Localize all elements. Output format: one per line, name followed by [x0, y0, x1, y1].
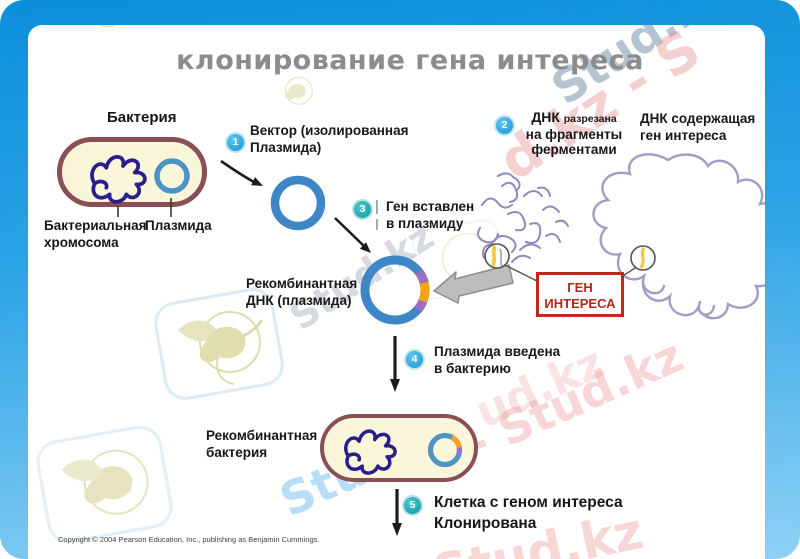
recombinant-dna-line1: Рекомбинантная	[246, 276, 358, 291]
dna-fragments	[477, 172, 569, 263]
step-badge-4: 4	[404, 349, 425, 370]
step3-line1: Ген вставлен	[386, 199, 475, 214]
gene-insert-orange-arc	[450, 434, 462, 449]
step-label-1: Вектор (изолированная Плазмида)	[250, 123, 408, 156]
step2-dnk: ДНК	[531, 109, 560, 125]
studkz-logo-watermark	[98, 25, 116, 28]
step-label-2: ДНК разрезана на фрагменты ферментами	[518, 110, 630, 158]
gene-purple-arc	[414, 299, 427, 313]
recombinant-plasmid-small-ring	[427, 432, 463, 468]
gene-of-interest-box: ГЕН ИНТЕРЕСА	[536, 272, 624, 317]
step5-line1: Клетка с геном интереса	[434, 494, 623, 511]
recombinant-plasmid-ring	[360, 255, 430, 325]
chromosome-label: Бактериальная хромосома	[44, 218, 147, 251]
step4-line1: Плазмида введена	[434, 344, 561, 359]
step2-line2: на фрагменты	[525, 127, 623, 142]
step2-cut: разрезана	[563, 113, 617, 125]
dna-shapes-layer	[477, 153, 765, 320]
dna-contains-label: ДНК содержащая ген интереса	[640, 111, 755, 144]
studkz-logo-watermark	[284, 76, 314, 105]
dna-contains-line1: ДНК содержащая	[640, 111, 756, 126]
dna-loop	[592, 153, 765, 320]
gene-purple-arc	[414, 268, 429, 285]
bacterial-chromosome	[90, 154, 147, 204]
recombinant-bacterium-line2: бактерия	[206, 444, 268, 460]
chromosome-label-line1: Бактериальная	[44, 218, 147, 233]
recombinant-bacterium-line1: Рекомбинантная	[206, 428, 318, 443]
step5-line2: Клонирована	[434, 515, 537, 532]
step1-line1: Вектор (изолированная	[250, 123, 409, 138]
dna-contains-line2: ген интереса	[640, 127, 727, 143]
plasmid-label: Плазмида	[145, 218, 212, 233]
plasmid-ring	[154, 158, 190, 194]
step-badge-5: 5	[402, 495, 423, 516]
step-label-5: Клетка с геном интереса Клонирована	[434, 492, 623, 534]
step2-line3: ферментами	[531, 142, 617, 157]
step-badge-2: 2	[494, 115, 515, 136]
chromosome-label-line2: хромосома	[44, 234, 119, 250]
studkz-logo-watermark	[36, 425, 173, 543]
bacterium-capsule	[57, 137, 207, 207]
gene-box-line1: ГЕН	[567, 280, 593, 295]
step3-line2: в плазмиду	[386, 215, 464, 231]
step-label-4: Плазмида введена в бактерию	[434, 344, 560, 377]
step2-line1: ДНК разрезана	[518, 110, 630, 127]
copyright-text: Copyright © 2004 Pearson Education, Inc.…	[58, 535, 320, 544]
content-area: Stud.kz d.kz - S Stud.kz ud.kz - Stud.kz…	[28, 25, 765, 559]
recombinant-dna-label: Рекомбинантная ДНК (плазмида)	[246, 276, 357, 309]
gene-insert-orange-arc	[418, 281, 430, 303]
recombinant-chromosome	[344, 429, 397, 475]
step-label-3: Ген вставлен в плазмиду	[386, 199, 474, 232]
bacterium-title: Бактерия	[107, 109, 177, 126]
gene-box-line2: ИНТЕРЕСА	[544, 296, 616, 311]
gene-purple-arc	[456, 447, 463, 455]
step1-line2: Плазмида)	[250, 139, 322, 155]
studkz-logo-watermark	[154, 288, 284, 400]
step-badge-1: 1	[225, 132, 246, 153]
vector-plasmid-ring	[270, 175, 326, 231]
page-title: клонирование гена интереса	[176, 45, 644, 76]
recombinant-dna-line2: ДНК (плазмида)	[246, 292, 352, 308]
step4-line2: в бактерию	[434, 360, 511, 376]
recombinant-bacterium-label: Рекомбинантная бактерия	[206, 428, 317, 461]
